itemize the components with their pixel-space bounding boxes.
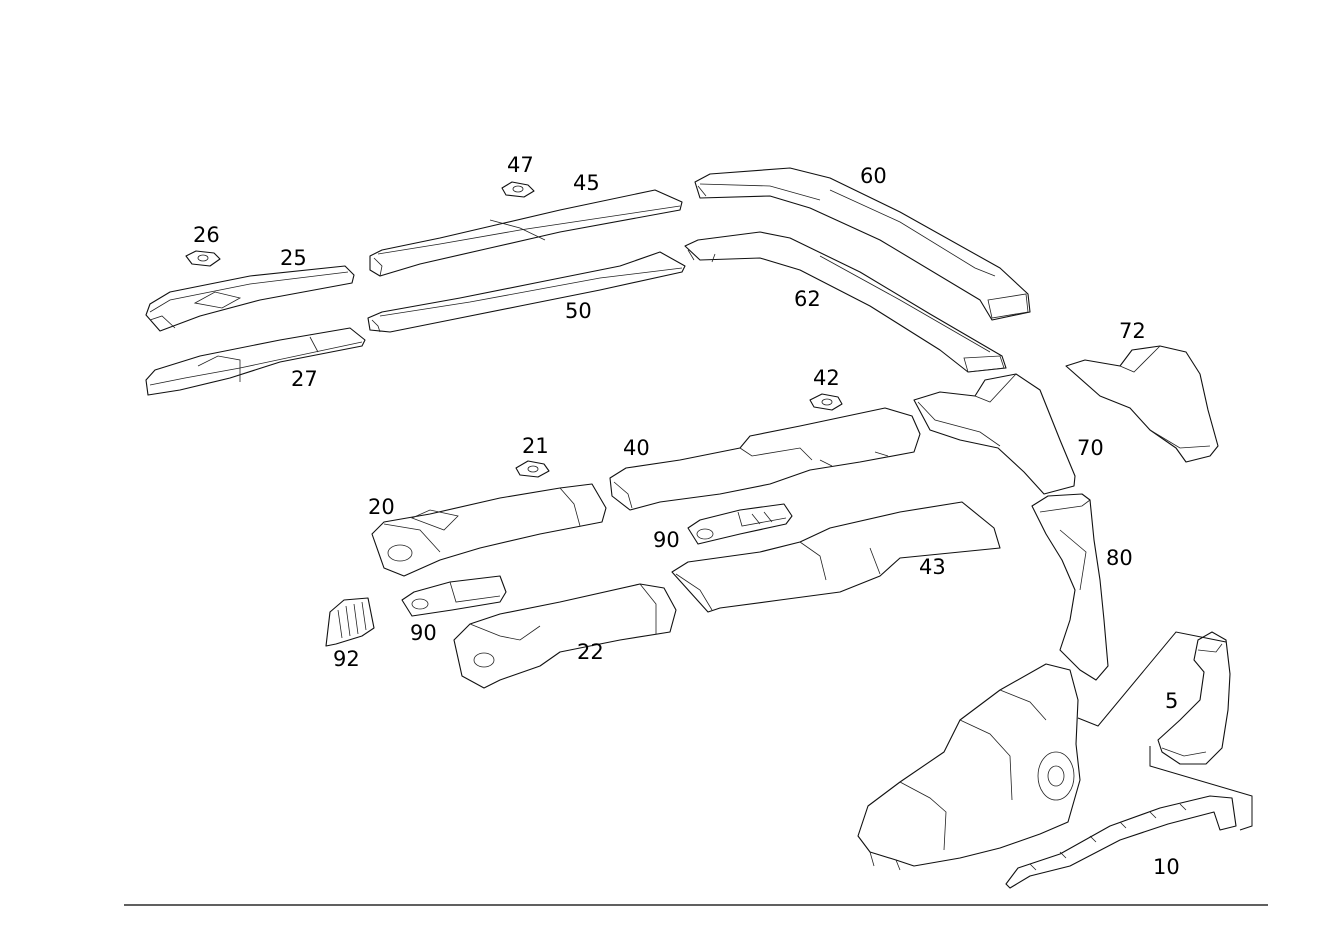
part-22-duct	[453, 583, 677, 689]
label-70: 70	[1077, 436, 1104, 460]
part-90-vent-upper	[687, 503, 793, 545]
label-90-lower: 90	[410, 621, 437, 645]
label-60: 60	[860, 164, 887, 188]
label-21: 21	[522, 434, 549, 458]
part-21-clip	[515, 460, 550, 478]
part-5-duct	[1157, 631, 1231, 765]
part-60-duct	[694, 167, 1031, 321]
label-92: 92	[333, 647, 360, 671]
leader-lines	[1077, 631, 1253, 831]
part-20-duct	[371, 483, 607, 577]
label-25: 25	[280, 246, 307, 270]
part-92-grille	[325, 597, 375, 647]
part-45-duct	[369, 189, 683, 277]
label-50: 50	[565, 299, 592, 323]
part-90-vent-lower	[401, 575, 507, 617]
part-10-cable	[1005, 795, 1237, 889]
label-22: 22	[577, 640, 604, 664]
label-47: 47	[507, 153, 534, 177]
label-5: 5	[1165, 689, 1178, 713]
part-26-clip	[185, 250, 221, 267]
part-25-duct	[145, 265, 355, 332]
part-80-duct	[1031, 493, 1109, 681]
label-20: 20	[368, 495, 395, 519]
part-number-labels: 26 25 27 47 45 50 60 62 72 42 70 21 40 2…	[193, 153, 1180, 879]
label-42: 42	[813, 366, 840, 390]
label-80: 80	[1106, 546, 1133, 570]
part-70-duct	[913, 373, 1076, 495]
part-42-clip	[809, 393, 843, 411]
part-62-duct	[684, 231, 1007, 373]
label-10: 10	[1153, 855, 1180, 879]
heater-blower-unit	[857, 663, 1081, 871]
label-26: 26	[193, 223, 220, 247]
part-72-duct	[1065, 345, 1219, 463]
label-90-upper: 90	[653, 528, 680, 552]
label-43: 43	[919, 555, 946, 579]
part-47-clip	[501, 181, 535, 198]
label-72: 72	[1119, 319, 1146, 343]
part-50-duct	[367, 251, 686, 333]
part-43-duct	[671, 501, 1001, 613]
label-40: 40	[623, 436, 650, 460]
label-62: 62	[794, 287, 821, 311]
part-40-duct	[609, 407, 921, 511]
part-27-duct	[145, 327, 366, 396]
label-27: 27	[291, 367, 318, 391]
label-45: 45	[573, 171, 600, 195]
